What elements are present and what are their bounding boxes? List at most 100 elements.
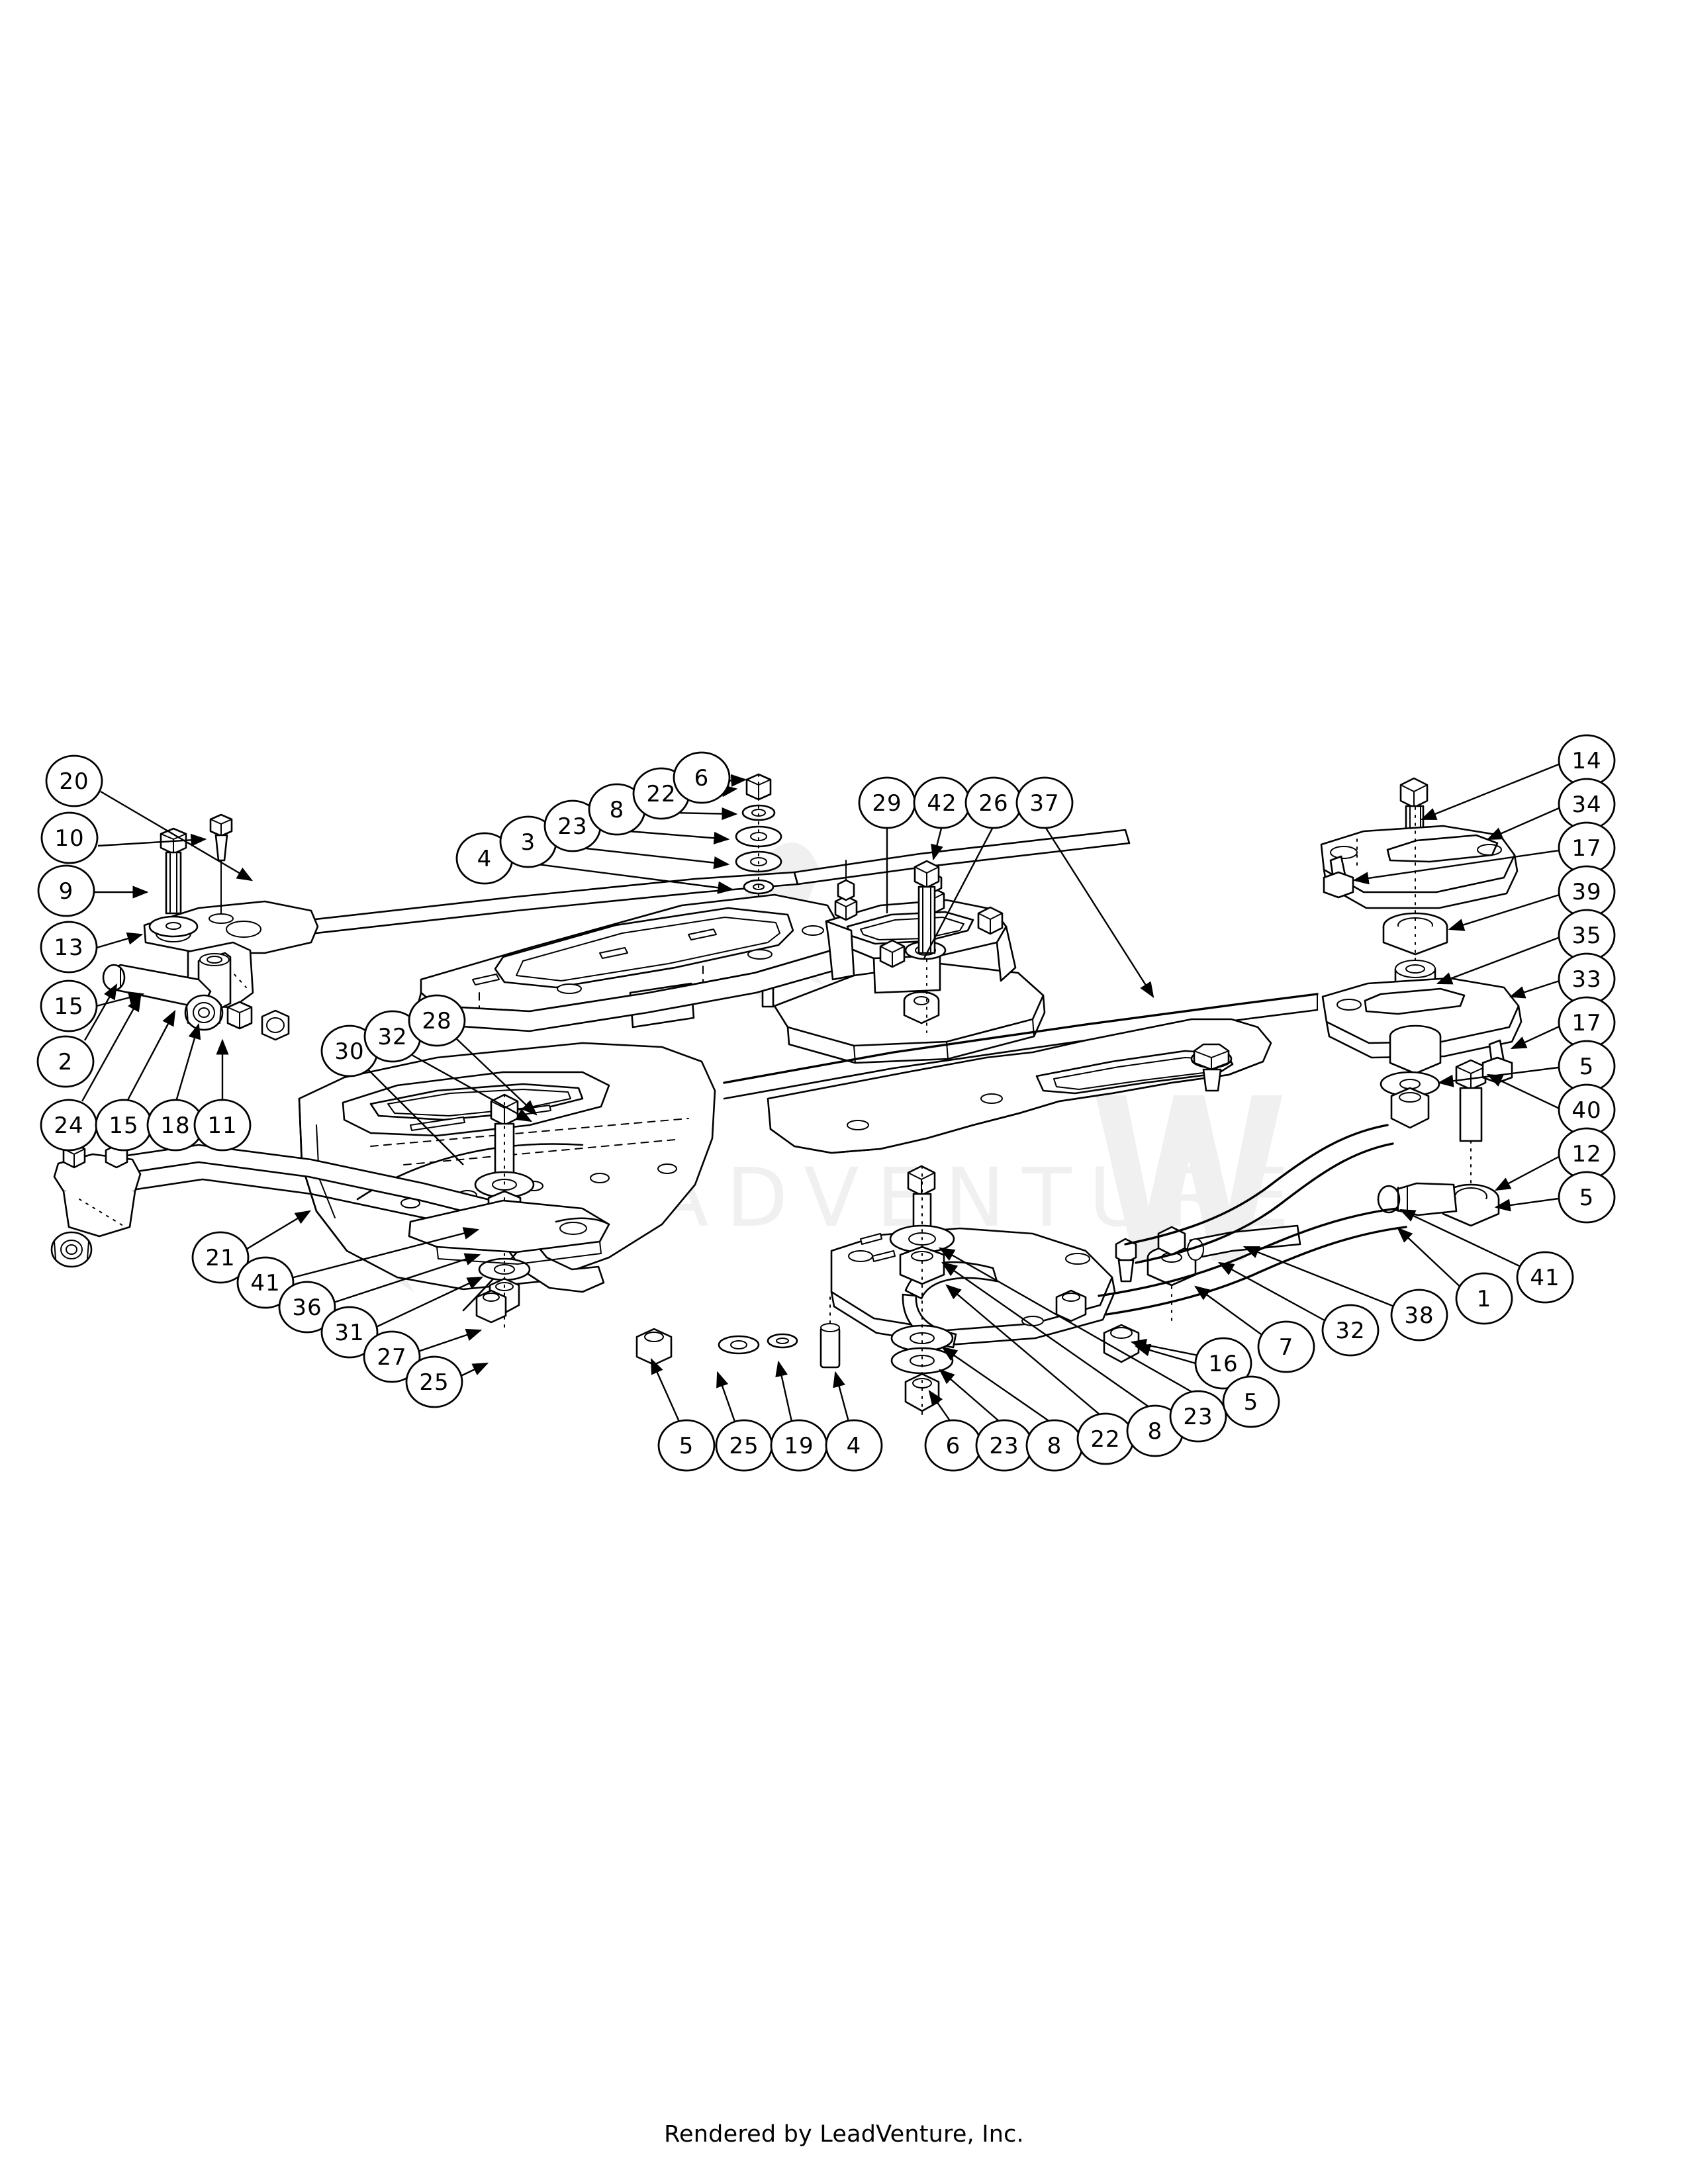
callout-circle bbox=[1455, 1272, 1513, 1325]
callout-number: 12 bbox=[1571, 1141, 1601, 1167]
callout-circle bbox=[405, 1355, 463, 1408]
callout-bubble-16[interactable]: 16 bbox=[1194, 1337, 1252, 1390]
callout-number: 25 bbox=[729, 1433, 759, 1459]
callout-bubble-18[interactable]: 18 bbox=[146, 1099, 205, 1152]
callout-circle bbox=[1015, 776, 1074, 829]
callout-bubble-8[interactable]: 8 bbox=[1025, 1419, 1084, 1472]
callout-bubble-33[interactable]: 33 bbox=[1558, 952, 1616, 1005]
callout-number: 20 bbox=[59, 768, 89, 795]
callout-number: 9 bbox=[59, 878, 74, 905]
callout-circle bbox=[36, 1035, 95, 1088]
callout-bubble-23[interactable]: 23 bbox=[543, 799, 602, 852]
callout-bubble-26[interactable]: 26 bbox=[964, 776, 1023, 829]
callout-number: 15 bbox=[109, 1113, 138, 1139]
callout-circle bbox=[236, 1256, 295, 1309]
callout-bubble-21[interactable]: 21 bbox=[191, 1231, 250, 1284]
callout-number: 32 bbox=[377, 1024, 407, 1050]
callout-number: 5 bbox=[1579, 1185, 1595, 1211]
callout-bubble-40[interactable]: 40 bbox=[1558, 1083, 1616, 1136]
callout-bubble-4[interactable]: 4 bbox=[825, 1419, 883, 1472]
callout-bubble-15[interactable]: 15 bbox=[40, 979, 98, 1032]
callout-number: 27 bbox=[377, 1344, 406, 1371]
callout-number: 2 bbox=[58, 1049, 73, 1075]
callout-circle bbox=[40, 979, 98, 1032]
callout-bubble-6[interactable]: 6 bbox=[924, 1419, 982, 1472]
callout-number: 19 bbox=[784, 1433, 814, 1459]
callout-number: 22 bbox=[646, 781, 676, 807]
callout-number: 42 bbox=[927, 790, 957, 817]
callout-bubble-34[interactable]: 34 bbox=[1558, 778, 1616, 831]
callout-bubble-17[interactable]: 17 bbox=[1558, 821, 1616, 874]
callout-circle bbox=[40, 921, 98, 974]
callout-circle bbox=[1257, 1320, 1315, 1373]
callout-bubble-32[interactable]: 32 bbox=[1321, 1304, 1380, 1357]
callout-circle bbox=[1516, 1251, 1574, 1304]
callout-bubble-2[interactable]: 2 bbox=[36, 1035, 95, 1088]
callout-bubble-28[interactable]: 28 bbox=[408, 994, 466, 1047]
callout-number: 10 bbox=[54, 825, 84, 852]
callout-circle bbox=[37, 864, 95, 917]
callout-bubble-38[interactable]: 38 bbox=[1390, 1289, 1448, 1342]
callout-bubble-14[interactable]: 14 bbox=[1558, 734, 1616, 787]
callout-number: 11 bbox=[207, 1113, 237, 1139]
callout-number: 23 bbox=[557, 813, 587, 840]
callout-number: 22 bbox=[1090, 1426, 1120, 1453]
callout-bubble-22[interactable]: 22 bbox=[1076, 1412, 1135, 1465]
callout-bubble-30[interactable]: 30 bbox=[320, 1024, 379, 1077]
callout-bubble-5[interactable]: 5 bbox=[1558, 1171, 1616, 1224]
callout-bubble-3[interactable]: 3 bbox=[499, 815, 557, 868]
callout-bubble-37[interactable]: 37 bbox=[1015, 776, 1074, 829]
callout-number: 37 bbox=[1029, 790, 1059, 817]
callout-bubble-15[interactable]: 15 bbox=[95, 1099, 153, 1152]
callout-circle bbox=[363, 1330, 421, 1383]
callout-bubble-24[interactable]: 24 bbox=[40, 1099, 98, 1152]
left-pivot-bracket bbox=[102, 813, 319, 1041]
callout-bubble-10[interactable]: 10 bbox=[40, 811, 99, 864]
callout-bubble-6[interactable]: 6 bbox=[673, 751, 731, 804]
callout-circle bbox=[825, 1419, 883, 1472]
callout-bubble-41[interactable]: 41 bbox=[1516, 1251, 1574, 1304]
callout-circle bbox=[1194, 1337, 1252, 1390]
callout-number: 29 bbox=[872, 790, 902, 817]
callout-number: 41 bbox=[250, 1270, 280, 1297]
callout-bubble-20[interactable]: 20 bbox=[45, 754, 103, 807]
callout-bubble-19[interactable]: 19 bbox=[770, 1419, 828, 1472]
callout-circle bbox=[1390, 1289, 1448, 1342]
callout-number: 33 bbox=[1571, 966, 1601, 993]
callout-bubble-23[interactable]: 23 bbox=[1169, 1390, 1227, 1443]
callout-circle bbox=[657, 1419, 716, 1472]
callout-bubble-23[interactable]: 23 bbox=[975, 1419, 1033, 1472]
callout-bubble-9[interactable]: 9 bbox=[37, 864, 95, 917]
callout-number: 6 bbox=[946, 1433, 961, 1459]
callout-bubble-27[interactable]: 27 bbox=[363, 1330, 421, 1383]
lower-center-plate bbox=[830, 1165, 1116, 1417]
callout-number: 8 bbox=[1047, 1433, 1062, 1459]
callout-bubble-1[interactable]: 1 bbox=[1455, 1272, 1513, 1325]
callout-circle bbox=[40, 811, 99, 864]
center-swing-arm bbox=[767, 1018, 1272, 1154]
callout-bubble-41[interactable]: 41 bbox=[236, 1256, 295, 1309]
callout-number: 5 bbox=[1244, 1389, 1259, 1416]
callout-bubble-4[interactable]: 4 bbox=[455, 832, 514, 885]
callout-bubble-25[interactable]: 25 bbox=[405, 1355, 463, 1408]
callout-bubble-11[interactable]: 11 bbox=[193, 1099, 252, 1152]
callout-bubble-31[interactable]: 31 bbox=[320, 1306, 379, 1359]
callout-circle bbox=[673, 751, 731, 804]
callout-bubble-13[interactable]: 13 bbox=[40, 921, 98, 974]
callout-bubble-29[interactable]: 29 bbox=[858, 776, 916, 829]
callout-number: 23 bbox=[989, 1433, 1019, 1459]
callout-bubble-5[interactable]: 5 bbox=[1222, 1375, 1280, 1428]
callout-bubble-25[interactable]: 25 bbox=[715, 1419, 773, 1472]
callout-number: 7 bbox=[1279, 1334, 1294, 1361]
callout-number: 6 bbox=[694, 765, 710, 792]
callout-number: 32 bbox=[1335, 1318, 1365, 1344]
callout-bubble-32[interactable]: 32 bbox=[363, 1010, 422, 1063]
right-upper-bracket bbox=[1320, 777, 1523, 1227]
callout-number: 8 bbox=[1148, 1418, 1163, 1445]
callout-bubble-7[interactable]: 7 bbox=[1257, 1320, 1315, 1373]
callout-bubble-5[interactable]: 5 bbox=[657, 1419, 716, 1472]
callout-bubble-36[interactable]: 36 bbox=[278, 1281, 336, 1334]
callout-bubble-42[interactable]: 42 bbox=[913, 776, 971, 829]
callout-bubble-5[interactable]: 5 bbox=[1558, 1040, 1616, 1093]
callout-circle bbox=[1222, 1375, 1280, 1428]
